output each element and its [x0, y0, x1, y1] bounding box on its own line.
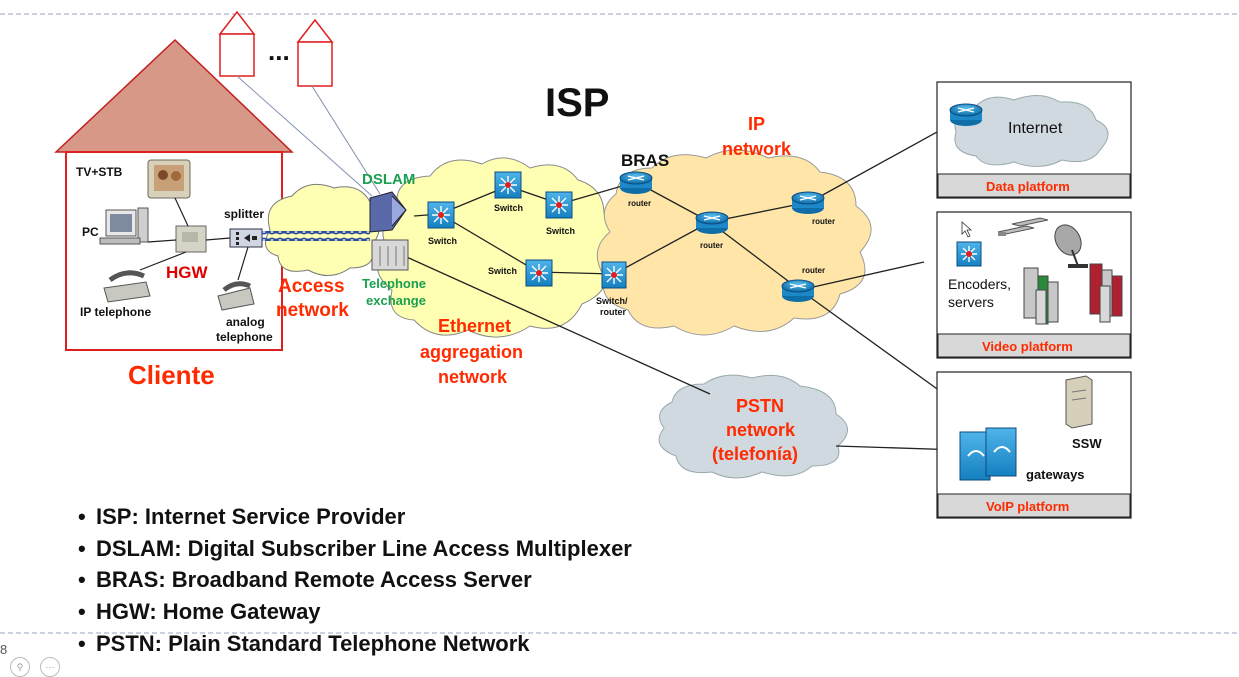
internet-label: Internet — [1008, 120, 1063, 137]
telephone-exchange-label-1: Telephone — [362, 276, 426, 291]
hgw-ipphone-link — [139, 251, 187, 271]
small-house-2 — [296, 18, 334, 87]
encoders-label-2: servers — [948, 294, 994, 310]
ip-telephone-icon — [103, 270, 151, 303]
telephone-exchange-label-2: exchange — [366, 293, 426, 308]
router-icon-center — [695, 211, 729, 234]
bullet-hgw-text: HGW: Home Gateway — [96, 599, 321, 624]
pc-label: PC — [82, 225, 99, 239]
router-label-top-right: router — [812, 217, 835, 226]
isp-title: ISP — [545, 81, 609, 125]
bullet-dslam: •DSLAM: Digital Subscriber Line Access M… — [78, 536, 632, 561]
switch-router-label-2: router — [600, 307, 627, 317]
tv-hgw-link — [174, 197, 189, 227]
servers-icon — [1023, 263, 1123, 325]
analog-telephone-label-2: telephone — [216, 330, 273, 344]
dslam-label: DSLAM — [362, 171, 415, 188]
pc-hgw-link — [147, 239, 177, 243]
data-platform-box — [936, 81, 1132, 199]
router-icon-bottom — [781, 279, 815, 302]
ethernet-label-1: Ethernet — [438, 316, 511, 336]
ethernet-label-3: network — [438, 367, 508, 387]
encoders-label-1: Encoders, — [948, 276, 1011, 292]
pstn-label-3: (telefonía) — [712, 444, 798, 464]
telephone-exchange-icon — [371, 239, 409, 271]
switch-icon-mid — [525, 259, 553, 287]
hgw-label: HGW — [166, 263, 209, 282]
twisted-pair-line — [262, 231, 370, 241]
analog-telephone-icon — [217, 281, 255, 311]
voip-platform-label: VoIP platform — [986, 499, 1069, 514]
router-icon-top-right — [791, 191, 825, 214]
client-label: Cliente — [128, 360, 215, 390]
dslam-icon — [369, 191, 407, 233]
ethernet-label-2: aggregation — [420, 342, 523, 362]
pstn-network-cloud — [658, 374, 848, 479]
bullet-hgw: •HGW: Home Gateway — [78, 599, 321, 624]
gateways-icon — [959, 427, 1017, 481]
small-house-1 — [218, 10, 256, 77]
switch-router-icon — [601, 261, 627, 289]
switch-label-dslam: Switch — [428, 236, 457, 246]
small-house-1-link — [236, 75, 373, 197]
pstn-label-2: network — [726, 420, 796, 440]
splitter-analog-link — [237, 246, 249, 281]
bullet-pstn-text: PSTN: Plain Standard Telephone Network — [96, 631, 530, 656]
small-house-2-link — [311, 85, 381, 195]
more-options-icon[interactable]: ··· — [40, 657, 60, 677]
router-icon-internet — [949, 103, 983, 126]
satellite-dish-icon — [1054, 224, 1088, 268]
internet-cloud — [954, 95, 1109, 167]
router-label-center: router — [700, 241, 723, 250]
tv-icon — [147, 159, 191, 199]
video-switch-icon — [956, 241, 982, 267]
switch-label-mid: Switch — [488, 266, 517, 276]
tv-stb-label: TV+STB — [76, 165, 123, 179]
ip-network-label-2: network — [722, 139, 792, 159]
access-network-label-1: Access — [278, 276, 345, 297]
gateways-label: gateways — [1026, 467, 1085, 482]
access-network-label-2: network — [276, 300, 349, 321]
hgw-icon — [175, 225, 207, 253]
data-platform-label: Data platform — [986, 179, 1070, 194]
cursor-icon — [961, 221, 973, 238]
ip-network-label-1: IP — [748, 114, 765, 134]
encoder-devices-icon — [997, 217, 1049, 236]
router-label-bras: router — [628, 199, 651, 208]
splitter-label: splitter — [224, 207, 264, 221]
ssw-server-icon — [1065, 375, 1093, 429]
switch-icon-top — [494, 171, 522, 199]
ssw-label: SSW — [1072, 436, 1102, 451]
page-number: 8 — [0, 642, 8, 657]
switch-icon-dslam — [427, 201, 455, 229]
ip-telephone-label: IP telephone — [80, 305, 151, 319]
bullet-bras-text: BRAS: Broadband Remote Access Server — [96, 567, 532, 592]
video-platform-label: Video platform — [982, 339, 1073, 354]
switch-router-label-1: Switch/ — [596, 296, 628, 306]
switch-label-right: Switch — [546, 226, 575, 236]
router-icon-bras — [619, 171, 653, 194]
bras-label: BRAS — [621, 151, 669, 170]
bullet-isp: •ISP: Internet Service Provider — [78, 504, 406, 529]
bullet-isp-text: ISP: Internet Service Provider — [96, 504, 406, 529]
pc-icon — [99, 207, 149, 245]
bullet-pstn: •PSTN: Plain Standard Telephone Network — [78, 631, 530, 656]
houses-ellipsis: ... — [268, 36, 290, 66]
hgw-splitter-link — [205, 237, 231, 241]
house-roof — [54, 38, 294, 153]
analog-telephone-label-1: analog — [226, 315, 265, 329]
router-label-bottom: router — [802, 266, 825, 275]
splitter-icon — [229, 228, 263, 248]
switch-label-top: Switch — [494, 203, 523, 213]
pstn-label-1: PSTN — [736, 396, 784, 416]
zoom-icon[interactable]: ⚲ — [10, 657, 30, 677]
bullet-dslam-text: DSLAM: Digital Subscriber Line Access Mu… — [96, 536, 632, 561]
switch-icon-right — [545, 191, 573, 219]
bullet-bras: •BRAS: Broadband Remote Access Server — [78, 567, 532, 592]
